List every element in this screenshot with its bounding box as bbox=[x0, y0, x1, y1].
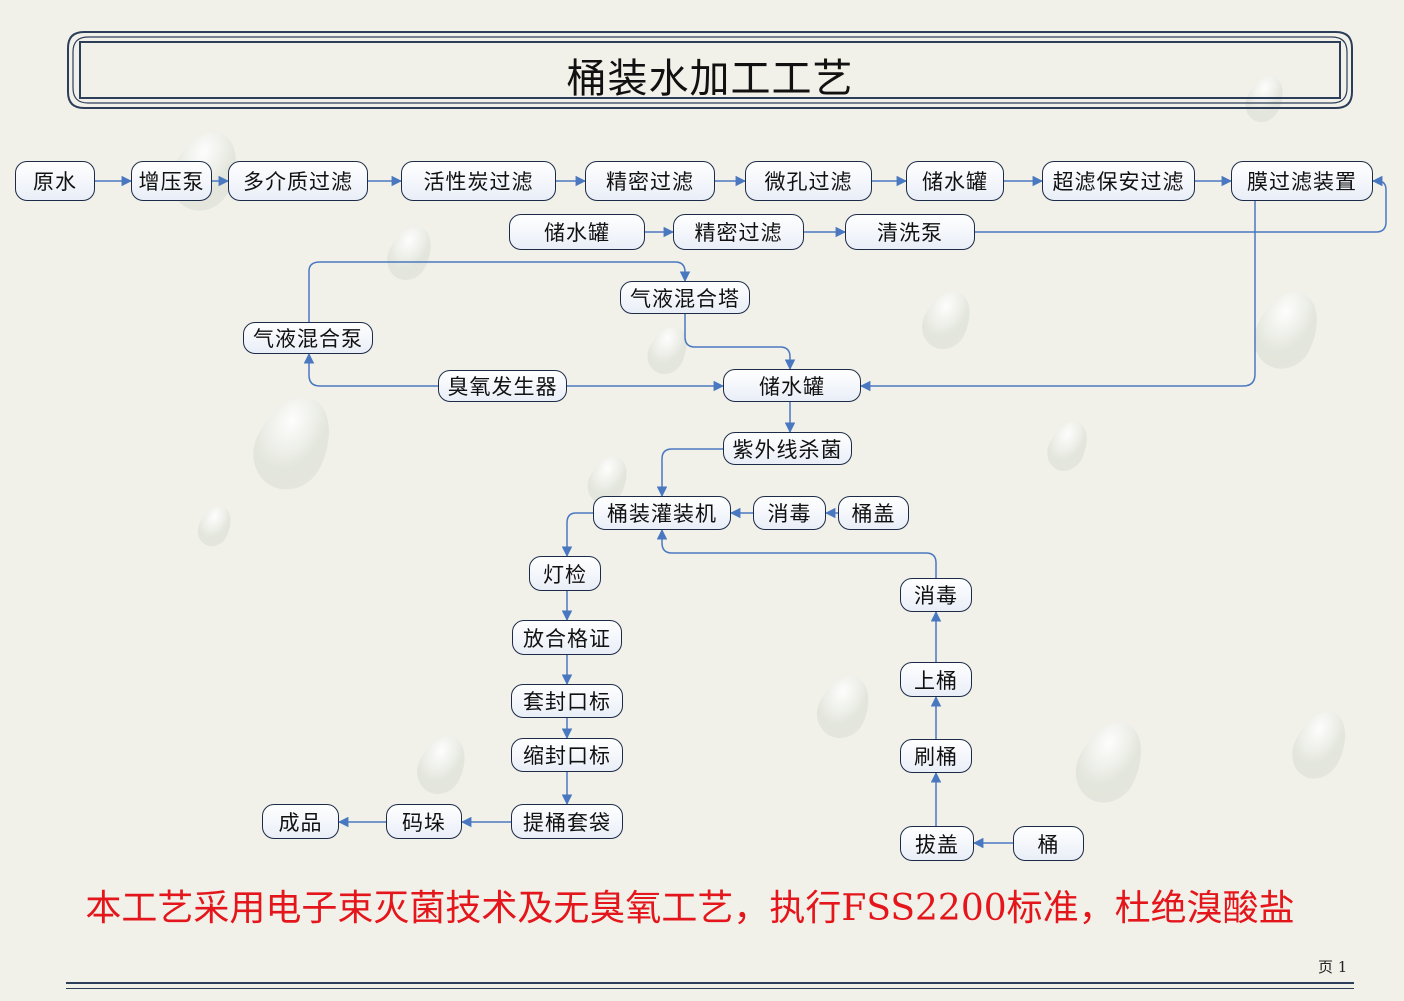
node-raw-water: 原水 bbox=[15, 161, 95, 201]
arrow-uv-to-filler bbox=[656, 448, 723, 498]
node-gas-liquid-tower: 气液混合塔 bbox=[620, 281, 750, 314]
node-disinfect-1: 消毒 bbox=[753, 496, 826, 530]
node-finished-product: 成品 bbox=[262, 804, 339, 839]
node-precision-filter-1: 精密过滤 bbox=[585, 161, 715, 201]
node-remove-cap: 拔盖 bbox=[900, 826, 974, 861]
arrow-membrane-to-tank3 bbox=[859, 200, 1256, 392]
node-shrink-label: 缩封口标 bbox=[511, 738, 623, 772]
node-barrel-cap: 桶盖 bbox=[838, 496, 909, 530]
node-cleaning-pump: 清洗泵 bbox=[845, 214, 975, 250]
node-disinfect-2: 消毒 bbox=[900, 578, 972, 612]
process-note: 本工艺采用电子束灭菌技术及无臭氧工艺，执行FSS2200标准，杜绝溴酸盐 bbox=[85, 888, 1295, 929]
node-brush-barrel: 刷桶 bbox=[900, 739, 972, 773]
node-gas-liquid-pump: 气液混合泵 bbox=[243, 322, 373, 354]
node-uv-sterilizer: 紫外线杀菌 bbox=[723, 432, 852, 465]
node-microporous-filter: 微孔过滤 bbox=[745, 161, 872, 201]
node-multimedia-filter: 多介质过滤 bbox=[228, 161, 368, 201]
arrow-ozone-to-pump bbox=[303, 352, 438, 387]
node-barrel: 桶 bbox=[1013, 826, 1084, 861]
node-membrane-filter-unit: 膜过滤装置 bbox=[1231, 161, 1373, 201]
node-barrel-filler: 桶装灌装机 bbox=[593, 496, 731, 530]
node-precision-filter-2: 精密过滤 bbox=[673, 214, 804, 250]
node-activated-carbon-filter: 活性炭过滤 bbox=[401, 161, 556, 201]
node-certificate: 放合格证 bbox=[512, 620, 622, 655]
title-frame-border bbox=[67, 31, 1353, 109]
arrow-cleaning-to-membrane bbox=[975, 175, 1387, 233]
node-light-inspection: 灯检 bbox=[529, 556, 601, 591]
footer-rule bbox=[66, 982, 1354, 989]
node-storage-tank-3: 储水罐 bbox=[723, 369, 861, 402]
node-load-barrel: 上桶 bbox=[900, 662, 972, 697]
node-ozone-generator: 臭氧发生器 bbox=[438, 370, 567, 402]
node-storage-tank-2: 储水罐 bbox=[509, 214, 645, 250]
node-bagging: 提桶套袋 bbox=[511, 804, 623, 839]
arrow-tower-to-tank3 bbox=[684, 314, 796, 371]
node-uf-security-filter: 超滤保安过滤 bbox=[1042, 161, 1195, 201]
node-cap-label: 套封口标 bbox=[511, 684, 623, 718]
page-number: 页 1 bbox=[1318, 958, 1348, 976]
arrow-disinfect-to-filler-2 bbox=[656, 528, 937, 578]
page-title: 桶装水加工工艺 bbox=[566, 56, 854, 102]
node-stacking: 码垛 bbox=[386, 804, 462, 839]
arrow-filler-to-light bbox=[561, 512, 593, 558]
title-banner: 桶装水加工工艺 bbox=[66, 30, 1354, 110]
node-storage-tank-1: 储水罐 bbox=[906, 161, 1004, 201]
arrow-pump-to-tower bbox=[308, 261, 691, 322]
node-booster-pump: 增压泵 bbox=[131, 161, 212, 201]
